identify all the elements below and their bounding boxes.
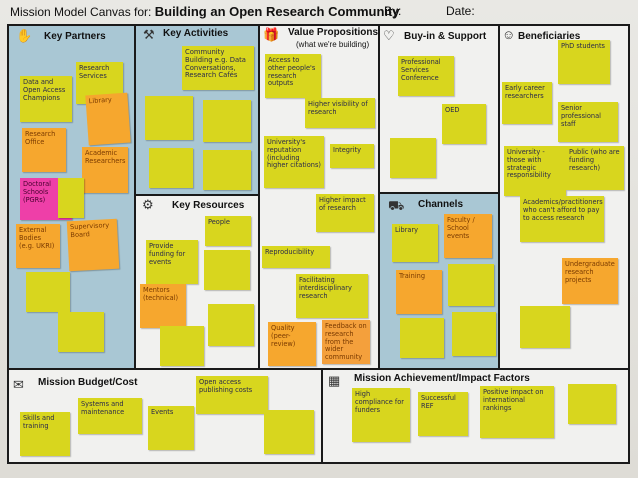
value-propositions-subtitle: (what we're building) [296, 40, 370, 49]
worker-icon: ⚙ [142, 197, 154, 212]
sticky-note: Systems and maintenance [78, 398, 142, 434]
sticky-note-blank [208, 304, 254, 346]
sticky-note: Training [396, 270, 442, 314]
sticky-note-blank [26, 272, 70, 312]
sticky-note-blank [145, 96, 193, 140]
person-icon: ☺ [502, 27, 516, 42]
header-date: Date: [446, 4, 475, 18]
sticky-note-blank [448, 264, 494, 306]
cash-register-icon: ▦ [328, 373, 341, 388]
sticky-note-blank [568, 384, 616, 424]
sticky-note: External Bodies (e.g. UKRI) [16, 224, 60, 268]
sticky-note: Academics/practitioners who can't afford… [520, 196, 604, 242]
sticky-note: Mentors (technical) [140, 284, 186, 328]
sticky-note: Library [85, 92, 131, 146]
sticky-note: Provide funding for events [146, 240, 198, 284]
buy-in-support-title: Buy-in & Support [404, 31, 487, 42]
sticky-note: People [205, 216, 251, 246]
sticky-note: Community Building e.g. Data Conversatio… [182, 46, 254, 90]
sticky-note: Early career researchers [502, 82, 552, 124]
sticky-note: Positive impact on international ranking… [480, 386, 554, 438]
sticky-note: Public (who are funding research) [566, 146, 624, 190]
header-by: By: [384, 4, 402, 18]
key-activities-title: Key Activities [163, 28, 229, 39]
sticky-note: Senior professional staff [558, 102, 618, 142]
sticky-note: University's reputation (including highe… [264, 136, 324, 188]
channels-title: Channels [418, 199, 464, 210]
sticky-note-blank [452, 312, 496, 356]
sticky-note-blank [204, 250, 250, 290]
sticky-note: Undergraduate research projects [562, 258, 618, 304]
sticky-note-blank [58, 312, 104, 352]
sticky-note: OED [442, 104, 486, 144]
sticky-note: Events [148, 406, 194, 450]
sticky-note: Faculty / School events [444, 214, 492, 258]
sticky-note-blank [390, 138, 436, 178]
sticky-note: Successful REF [418, 392, 468, 436]
sticky-note: Professional Services Conference [398, 56, 454, 96]
sticky-note: Research Office [22, 128, 66, 172]
sticky-note: Access to other people's research output… [265, 54, 321, 98]
sticky-note: Open access publishing costs [196, 376, 268, 414]
sticky-note: Skills and training [20, 412, 70, 456]
sticky-note: Feedback on research from the wider comm… [322, 320, 370, 364]
beneficiaries-title: Beneficiaries [518, 31, 581, 42]
sticky-note: Library [392, 224, 438, 262]
receipt-icon: ✉ [13, 377, 24, 392]
sticky-note: Reproducibility [262, 246, 330, 268]
heart-icon: ♡ [383, 28, 395, 43]
key-partners-title: Key Partners [44, 31, 106, 42]
sticky-note-blank [264, 410, 314, 454]
key-resources-title: Key Resources [172, 200, 245, 211]
canvas-title: Building an Open Research Community [154, 4, 400, 19]
header-prefix: Mission Model Canvas for: [10, 5, 152, 19]
sticky-note: University - those with strategic respon… [504, 146, 566, 196]
person-working-icon: ⚒ [143, 27, 155, 42]
sticky-note-blank [400, 318, 444, 358]
sticky-note-blank [160, 326, 204, 366]
sticky-note: Higher impact of research [316, 194, 374, 232]
sticky-note-blank [203, 150, 251, 190]
achievement-title: Mission Achievement/Impact Factors [354, 373, 530, 384]
sticky-note: Supervisory Board [66, 218, 120, 272]
sticky-note-blank [149, 148, 193, 188]
sticky-note-blank [58, 178, 84, 218]
gift-icon: 🎁 [263, 27, 280, 42]
sticky-note: Integrity [330, 144, 374, 168]
sticky-note-blank [203, 100, 251, 142]
canvas-header: Mission Model Canvas for: Building an Op… [10, 4, 400, 19]
value-propositions-title: Value Propositions [288, 27, 379, 38]
sticky-note: Higher visibility of research [305, 98, 375, 128]
sticky-note: Quality (peer-review) [268, 322, 316, 366]
sticky-note-blank [520, 306, 570, 348]
sticky-note: High compliance for funders [352, 388, 410, 442]
sticky-note: Data and Open Access Champions [20, 76, 72, 122]
sticky-note: Academic Researchers [82, 147, 128, 193]
sticky-note: PhD students [558, 40, 610, 84]
sticky-note: Facilitating interdisciplinary research [296, 274, 368, 318]
budget-cost-title: Mission Budget/Cost [38, 377, 138, 388]
handshake-icon: ✋ [16, 28, 33, 43]
truck-icon: ⛟ [388, 198, 405, 213]
